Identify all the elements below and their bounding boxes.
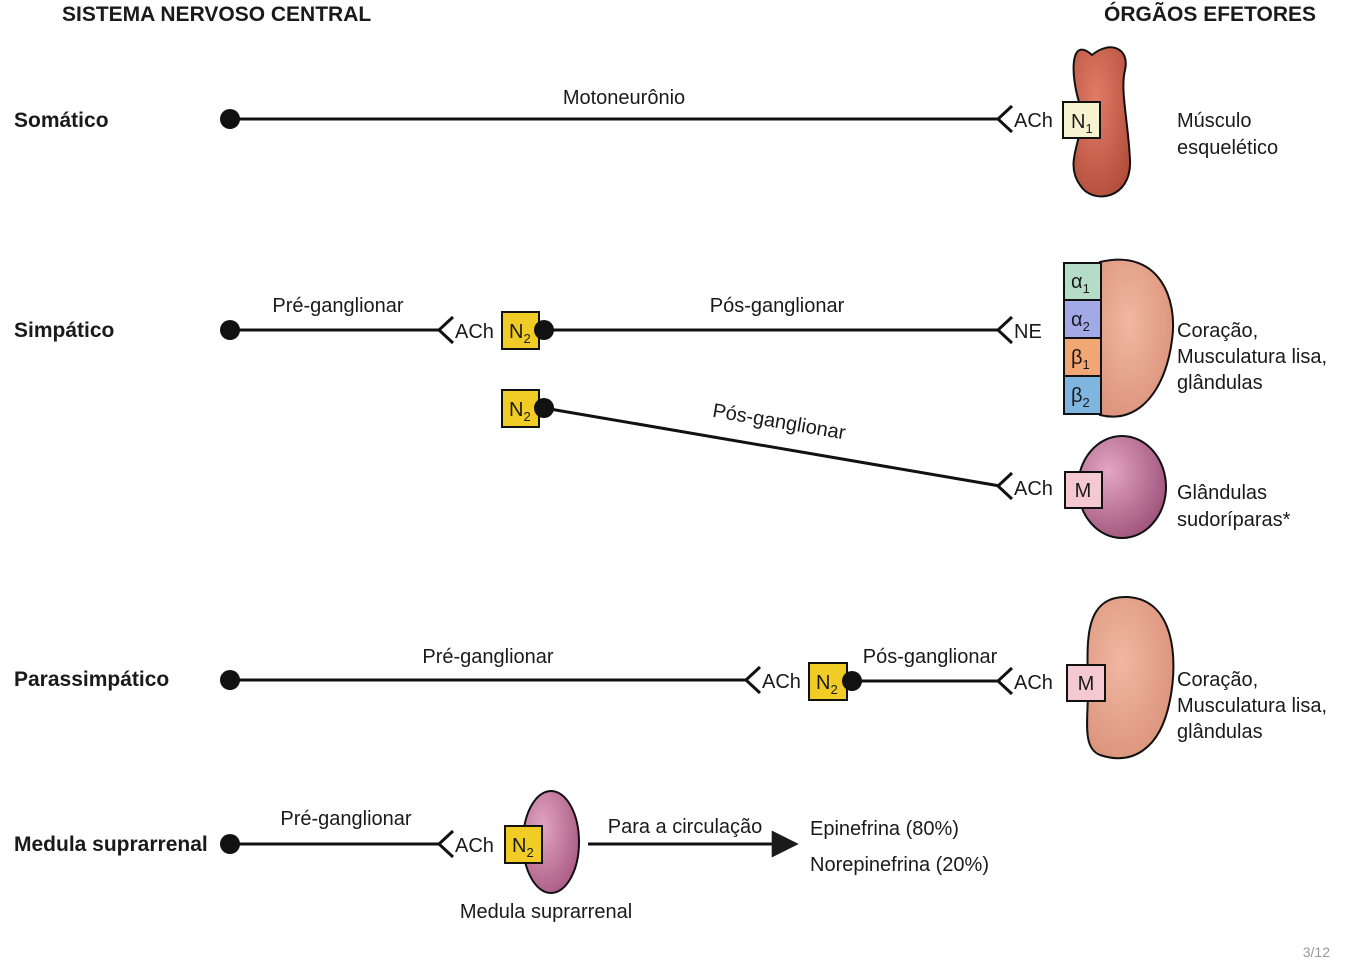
- sympathetic-target-organ: [1099, 258, 1174, 418]
- adrenal-synapse-terminal: [436, 829, 455, 859]
- sympathetic-pre-terminal: [436, 315, 455, 345]
- n1-receptor-label: N1: [1071, 111, 1093, 136]
- sweat-muscarinic-label: M: [1075, 480, 1092, 502]
- sympathetic-neurotransmitter-ne: NE: [1014, 321, 1042, 343]
- beta1-receptor-label: β1: [1071, 347, 1090, 372]
- sympathetic-pre-label: Pré-ganglionar: [272, 295, 404, 317]
- somatic-pathway: Somático Motoneurônio ACh N1 Músculo esq…: [14, 46, 1278, 198]
- sweat-postganglionic-axon: [543, 406, 1001, 488]
- sympathetic-ganglion-n2-receptor: [501, 311, 540, 350]
- sympathetic-organ-label: Coração, Musculatura lisa, glândulas: [1177, 320, 1333, 394]
- to-circulation-label: Para a circulação: [608, 816, 763, 838]
- cns-header: SISTEMA NERVOSO CENTRAL: [62, 3, 371, 26]
- skeletal-muscle-organ: [1072, 46, 1132, 198]
- parasympathetic-pathway: Parassimpático Pré-ganglionar ACh N2 Pós…: [14, 595, 1333, 760]
- beta2-receptor-label: β2: [1071, 385, 1090, 410]
- somatic-row-label: Somático: [14, 109, 109, 132]
- sympathetic-post-terminal: [995, 315, 1014, 345]
- adrenal-n2-label: N2: [512, 835, 534, 860]
- adrenal-gland-label: Medula suprarrenal: [460, 901, 632, 923]
- parasympathetic-post-neurotransmitter: ACh: [1014, 672, 1053, 694]
- beta2-receptor: [1063, 375, 1102, 415]
- sweat-neurotransmitter: ACh: [1014, 478, 1053, 500]
- alpha1-receptor: [1063, 262, 1102, 301]
- sympathetic-pathway: Simpático Pré-ganglionar ACh N2 Pós-gang…: [14, 258, 1333, 539]
- n1-receptor: [1062, 101, 1101, 139]
- motor-neuron-label: Motoneurônio: [563, 87, 685, 109]
- norepinephrine-output: Norepinefrina (20%): [810, 854, 989, 876]
- parasympathetic-ganglion-n2-receptor: [808, 662, 848, 701]
- sympathetic-pre-neurotransmitter: ACh: [455, 321, 494, 343]
- sweat-post-label: Pós-ganglionar: [711, 400, 848, 444]
- sympathetic-ganglion-n2-label: N2: [509, 321, 531, 346]
- parasympathetic-target-organ: [1086, 595, 1175, 760]
- parasympathetic-post-label: Pós-ganglionar: [863, 646, 998, 668]
- sweat-ganglion-n2-label: N2: [509, 399, 531, 424]
- somatic-synapse-terminal: [995, 104, 1014, 134]
- parasympathetic-pre-terminal: [743, 665, 762, 695]
- skeletal-muscle-label: Músculo esquelético: [1177, 110, 1278, 159]
- adrenal-row-label: Medula suprarrenal: [14, 833, 208, 856]
- adrenal-medulla-pathway: Medula suprarrenal Pré-ganglionar ACh N2…: [14, 790, 989, 923]
- parasympathetic-organ-label: Coração, Musculatura lisa, glândulas: [1177, 669, 1333, 743]
- parasympathetic-pre-neurotransmitter: ACh: [762, 671, 801, 693]
- adrenal-neurotransmitter: ACh: [455, 835, 494, 857]
- parasympathetic-row-label: Parassimpático: [14, 668, 169, 691]
- epinephrine-output: Epinefrina (80%): [810, 818, 959, 840]
- page-indicator: 3/12: [1302, 944, 1330, 960]
- sweat-muscarinic-receptor: [1064, 471, 1103, 509]
- somatic-neurotransmitter: ACh: [1014, 110, 1053, 132]
- sweat-gland-label: Glândulas sudoríparas*: [1177, 482, 1291, 531]
- parasympathetic-muscarinic-receptor: [1066, 664, 1106, 702]
- alpha1-receptor-label: α1: [1071, 271, 1090, 296]
- adrenal-pre-label: Pré-ganglionar: [280, 808, 412, 830]
- sweat-post-terminal: [995, 471, 1014, 501]
- beta1-receptor: [1063, 337, 1102, 377]
- sympathetic-row-label: Simpático: [14, 319, 114, 342]
- effectors-header: ÓRGÃOS EFETORES: [1104, 2, 1316, 26]
- parasympathetic-ganglion-n2-label: N2: [816, 672, 838, 697]
- alpha2-receptor-label: α2: [1071, 309, 1090, 334]
- parasympathetic-pre-label: Pré-ganglionar: [422, 646, 554, 668]
- adrenal-n2-receptor: [504, 825, 543, 864]
- parasympathetic-post-terminal: [995, 666, 1014, 696]
- sympathetic-post-label: Pós-ganglionar: [710, 295, 845, 317]
- parasympathetic-muscarinic-label: M: [1078, 673, 1095, 695]
